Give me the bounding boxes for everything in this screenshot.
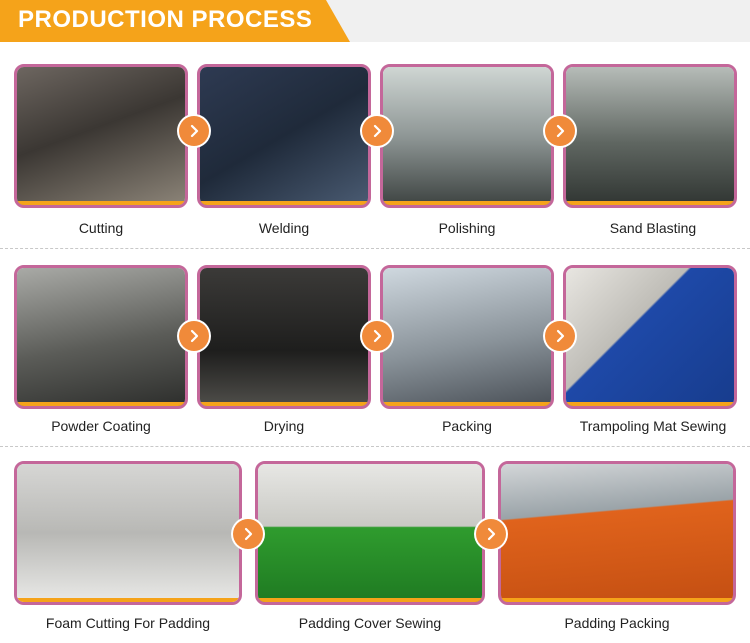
- step-label: Welding: [258, 220, 310, 236]
- step-label: Padding Packing: [564, 615, 670, 631]
- step-label: Sand Blasting: [609, 220, 697, 236]
- page-title: PRODUCTION PROCESS: [18, 6, 313, 33]
- step-photo-padding-packing: [498, 461, 736, 605]
- next-step-arrow-icon: [179, 116, 209, 146]
- next-step-arrow-icon: [233, 519, 263, 549]
- next-step-arrow-icon: [545, 116, 575, 146]
- step-photo-packing: [380, 265, 554, 409]
- step-photo-cutting: [14, 64, 188, 208]
- step-label: Cutting: [78, 220, 124, 236]
- next-step-arrow-icon: [545, 321, 575, 351]
- step-label: Trampoling Mat Sewing: [579, 418, 727, 434]
- step-label: Powder Coating: [51, 418, 151, 434]
- row-divider: [0, 446, 750, 447]
- next-step-arrow-icon: [179, 321, 209, 351]
- step-photo-trampoline-mat-sewing: [563, 265, 737, 409]
- step-photo-drying: [197, 265, 371, 409]
- step-label: Padding Cover Sewing: [298, 615, 442, 631]
- step-label: Drying: [263, 418, 305, 434]
- step-photo-sand-blasting: [563, 64, 737, 208]
- next-step-arrow-icon: [362, 321, 392, 351]
- step-photo-welding: [197, 64, 371, 208]
- step-label: Foam Cutting For Padding: [45, 615, 211, 631]
- step-photo-polishing: [380, 64, 554, 208]
- step-label: Polishing: [438, 220, 496, 236]
- step-photo-foam-cutting: [14, 461, 242, 605]
- next-step-arrow-icon: [476, 519, 506, 549]
- next-step-arrow-icon: [362, 116, 392, 146]
- section-banner: PRODUCTION PROCESS: [0, 0, 750, 42]
- step-label: Packing: [442, 418, 492, 434]
- banner-tab: [0, 0, 350, 42]
- step-photo-padding-cover-sewing: [255, 461, 485, 605]
- step-photo-powder-coating: [14, 265, 188, 409]
- row-divider: [0, 248, 750, 249]
